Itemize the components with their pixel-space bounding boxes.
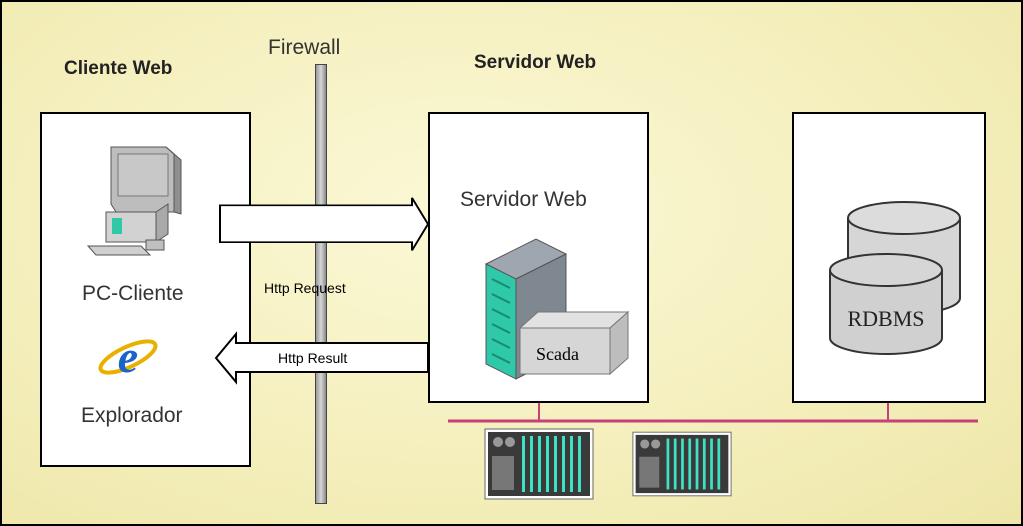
http-request-arrow — [219, 197, 430, 251]
scada-box-icon: Scada — [518, 310, 630, 376]
control-panel-icon — [484, 428, 594, 500]
computer-icon — [86, 146, 182, 256]
pc-client-label: PC-Cliente — [82, 282, 184, 305]
server-title: Servidor Web — [474, 52, 597, 73]
internet-explorer-icon: e — [98, 332, 158, 382]
scada-label: Scada — [536, 344, 579, 364]
explorer-label: Explorador — [81, 404, 183, 427]
firewall-bar — [315, 64, 327, 504]
http-result-label: Http Result — [278, 350, 347, 366]
svg-text:e: e — [118, 332, 138, 382]
rdbms-label: RDBMS — [847, 306, 924, 331]
control-panel-icon — [632, 431, 732, 497]
server-box-label: Servidor Web — [460, 188, 587, 211]
http-result-arrow — [214, 331, 429, 385]
database-icon: RDBMS — [829, 201, 961, 355]
firewall-label: Firewall — [268, 36, 341, 59]
client-title: Cliente Web — [64, 58, 173, 79]
http-request-label: Http Request — [264, 280, 346, 296]
